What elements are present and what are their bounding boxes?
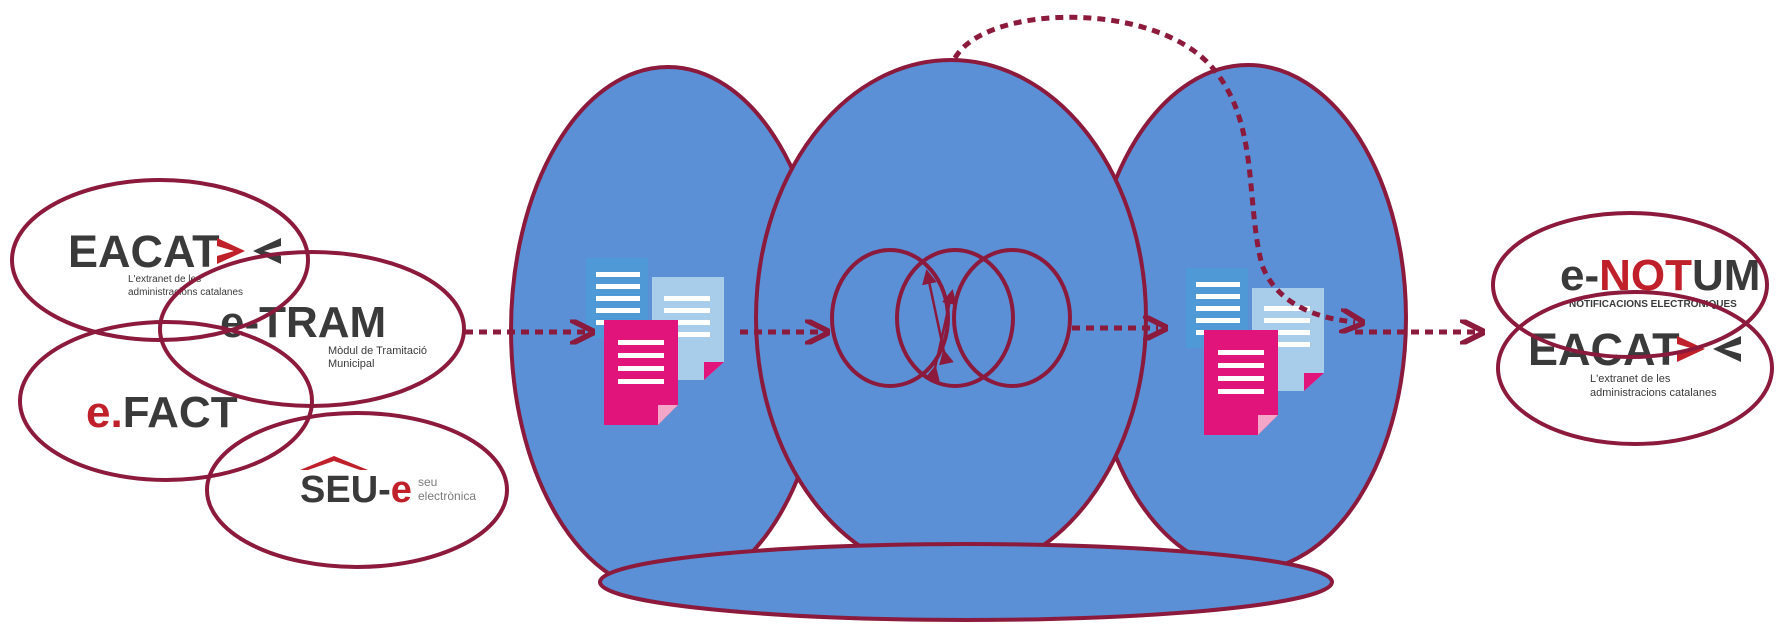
etram-subtitle-line1: Mòdul de Tramitació <box>328 345 427 357</box>
etram-subtitle-line2: Municipal <box>328 358 374 370</box>
base-platform-oval <box>598 542 1334 622</box>
eacat-left-chevrons-icon <box>217 238 281 264</box>
seue-logo: SEU-e seu electrònica <box>300 456 476 511</box>
eacat-right-tagline-line2: administracions catalanes <box>1590 387 1717 399</box>
left-logo-outlines <box>10 178 509 569</box>
document-stack-left-icon <box>586 258 724 425</box>
efact-name: e.FACT <box>86 388 238 437</box>
document-stack-right-icon <box>1186 268 1324 435</box>
etram-logo: e-TRAM Mòdul de Tramitació Municipal <box>220 298 427 370</box>
eacat-left-tagline-line1: L'extranet de les <box>128 274 201 285</box>
eacat-right-tagline-line1: L'extranet de les <box>1590 373 1671 385</box>
efact-logo: e.FACT <box>86 388 238 437</box>
eacat-logo-right: EACAT L'extranet de les administracions … <box>1528 324 1741 399</box>
seue-name: SEU-e <box>300 469 412 511</box>
arrow-curved-bypass <box>952 14 1355 322</box>
flow-arrows <box>465 14 1475 332</box>
overlapping-circles-icon <box>830 248 1072 388</box>
enotum-logo: e-NOTUM NOTIFICACIONS ELECTRÒNIQUES <box>1560 251 1760 310</box>
seue-subtitle-line1: seu <box>418 475 437 489</box>
eacat-left-name: EACAT <box>68 226 220 277</box>
eacat-right-name: EACAT <box>1528 324 1680 375</box>
etram-name: e-TRAM <box>220 298 386 347</box>
eacat-logo-left: EACAT L'extranet de les administracions … <box>68 226 281 298</box>
right-logo-outlines <box>1491 211 1774 446</box>
eacat-left-tagline: administracions catalanes <box>128 287 243 298</box>
seue-roof-icon <box>300 456 368 470</box>
seue-subtitle-line2: electrònica <box>418 489 476 503</box>
eacat-right-chevrons-icon <box>1677 336 1741 362</box>
center-stage-oval <box>754 58 1148 578</box>
